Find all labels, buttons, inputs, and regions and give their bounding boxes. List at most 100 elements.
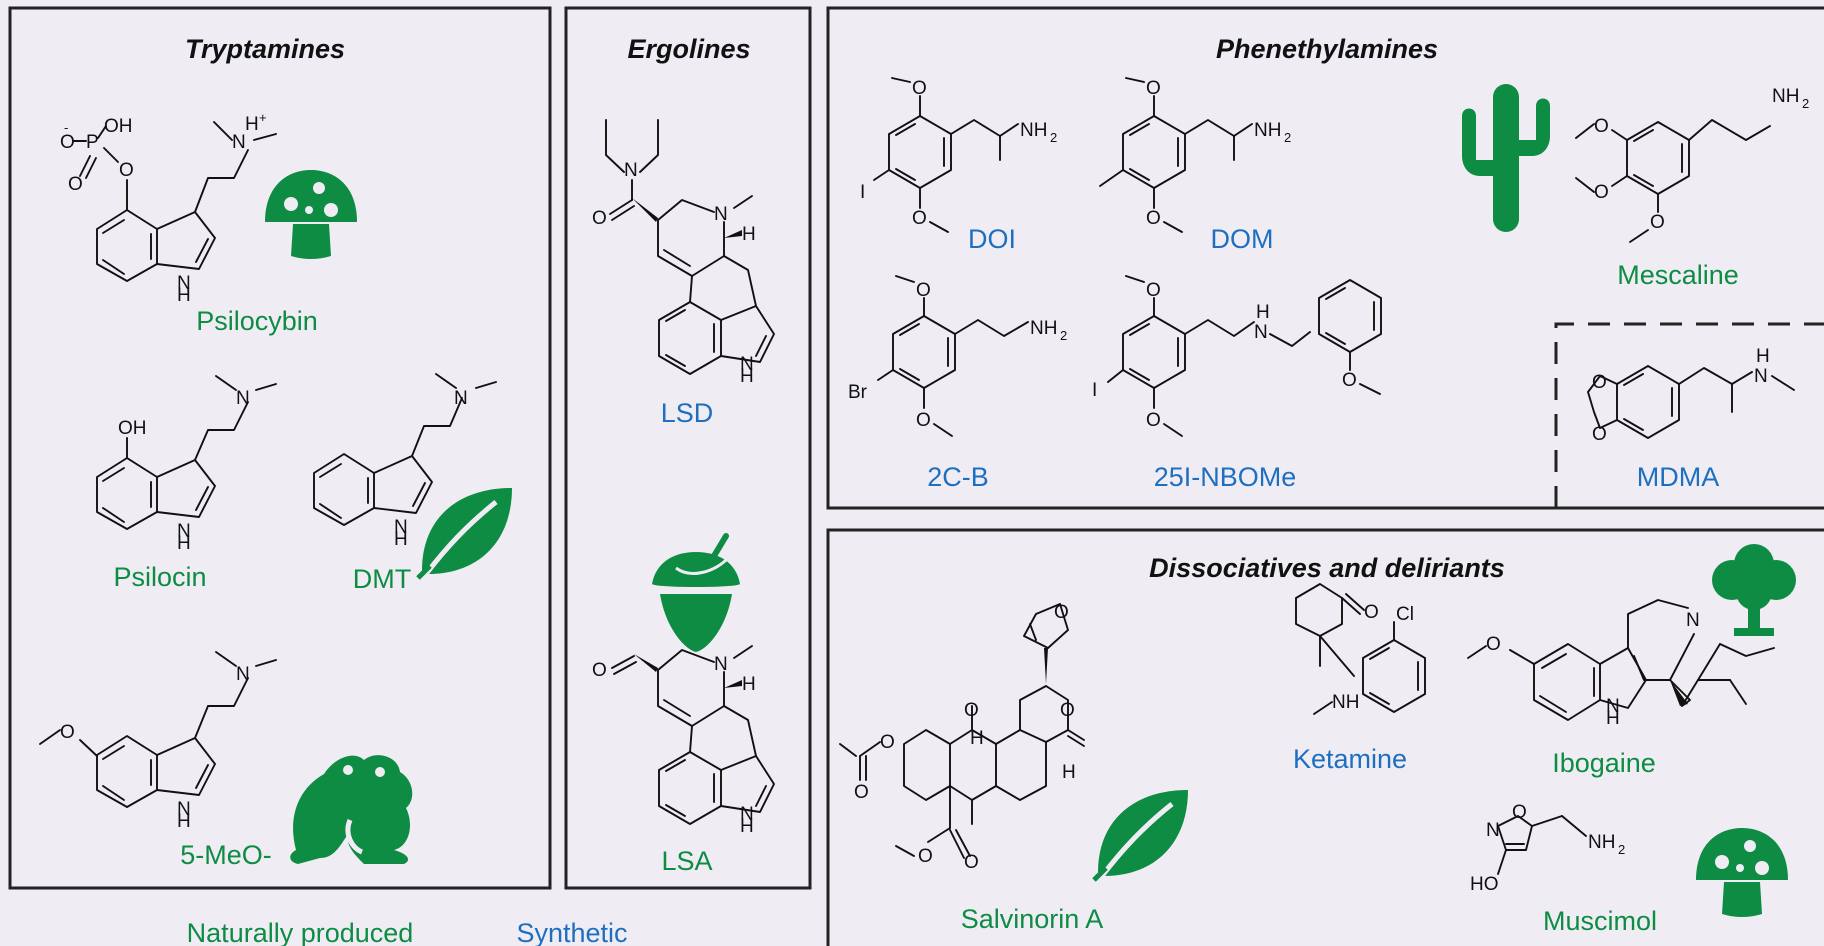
svg-text:O: O: [592, 660, 607, 681]
mescaline-label: Mescaline: [1617, 260, 1739, 290]
leaf-icon: [1094, 790, 1188, 880]
svg-text:N: N: [177, 521, 191, 542]
svg-text:2: 2: [1802, 96, 1809, 111]
salvinorin-structure: O O O H H O O O O: [839, 602, 1085, 873]
psilocybin-structure: N H + O P OH O - O N H: [60, 110, 277, 306]
svg-text:H: H: [177, 533, 191, 554]
svg-text:NH: NH: [1020, 120, 1047, 141]
section-title-dissociatives: Dissociatives and deliriants: [1149, 553, 1505, 583]
muscimol-structure: NH 2 O N HO: [1470, 802, 1625, 895]
svg-text:N: N: [740, 354, 754, 375]
svg-text:I: I: [1092, 380, 1097, 401]
svg-text:N: N: [740, 804, 754, 825]
svg-text:2: 2: [1618, 842, 1625, 857]
lsd-label: LSD: [661, 398, 714, 428]
svg-text:N: N: [454, 388, 468, 409]
doi-structure: O O I NH 2: [860, 77, 1057, 233]
lsa-structure: O N H N H: [592, 645, 775, 837]
psilocin-label: Psilocin: [113, 562, 206, 592]
meo-label: 5-MeO-: [180, 840, 272, 870]
svg-text:Cl: Cl: [1396, 604, 1414, 625]
ibogaine-label: Ibogaine: [1552, 748, 1656, 778]
svg-text:O: O: [1364, 602, 1379, 623]
c2b-structure: O O Br NH 2: [848, 275, 1067, 437]
svg-text:+: +: [259, 110, 267, 125]
ibogaine-structure: O N H N: [1467, 599, 1775, 729]
svg-text:-: -: [64, 120, 68, 135]
svg-text:H: H: [394, 529, 408, 550]
svg-text:H: H: [740, 366, 754, 387]
meo-structure: N O N H: [39, 651, 277, 832]
psilocin-structure: N OH N H: [96, 375, 277, 554]
svg-text:N: N: [236, 664, 250, 685]
svg-text:O: O: [912, 208, 927, 229]
svg-text:O: O: [854, 782, 869, 803]
tryptamines-box: [8, 6, 552, 890]
svg-text:Br: Br: [848, 382, 868, 403]
svg-text:O: O: [1146, 208, 1161, 229]
dissociatives-box: [826, 528, 1824, 946]
svg-text:O: O: [1054, 602, 1069, 623]
mescaline-structure: NH 2 O O O: [1575, 86, 1809, 243]
svg-text:H: H: [1256, 302, 1270, 323]
leaf-icon: [418, 488, 512, 578]
svg-text:H: H: [1606, 708, 1620, 729]
psilocybin-label: Psilocybin: [196, 306, 318, 336]
svg-text:N: N: [714, 654, 728, 675]
svg-text:NH: NH: [1772, 86, 1799, 107]
svg-text:H: H: [177, 811, 191, 832]
svg-text:O: O: [1486, 634, 1501, 655]
svg-text:N: N: [1254, 322, 1268, 343]
muscimol-label: Muscimol: [1543, 906, 1657, 936]
dmt-label: DMT: [353, 564, 411, 594]
nbome-label: 25I-NBOMe: [1154, 462, 1297, 492]
svg-text:O: O: [912, 78, 927, 99]
svg-text:O: O: [1594, 182, 1609, 203]
svg-text:H: H: [245, 114, 259, 135]
doi-label: DOI: [968, 224, 1016, 254]
svg-text:N: N: [624, 160, 638, 181]
svg-text:H: H: [970, 728, 984, 749]
mdma-label: MDMA: [1637, 462, 1720, 492]
svg-text:HO: HO: [1470, 874, 1499, 895]
phenethylamines-box: [826, 6, 1824, 510]
svg-text:N: N: [1754, 366, 1768, 387]
svg-text:H: H: [177, 285, 191, 306]
ketamine-label: Ketamine: [1293, 744, 1407, 774]
ketamine-structure: O NH Cl: [1295, 583, 1426, 715]
dom-structure: O O NH 2: [1099, 77, 1291, 233]
svg-text:O: O: [1060, 700, 1075, 721]
svg-text:O: O: [964, 700, 979, 721]
svg-text:N: N: [394, 517, 408, 538]
svg-text:H: H: [740, 816, 754, 837]
tree-icon: [1712, 544, 1796, 636]
svg-text:O: O: [1592, 372, 1607, 393]
svg-text:O: O: [1594, 116, 1609, 137]
svg-text:2: 2: [1050, 130, 1057, 145]
svg-text:O: O: [1650, 212, 1665, 233]
svg-text:N: N: [236, 388, 250, 409]
svg-text:O: O: [1146, 410, 1161, 431]
mdma-structure: O O N H: [1587, 346, 1795, 445]
svg-text:O: O: [964, 852, 979, 873]
svg-text:O: O: [1342, 370, 1357, 391]
svg-text:N: N: [1606, 696, 1620, 717]
svg-text:NH: NH: [1588, 832, 1615, 853]
svg-text:N: N: [177, 799, 191, 820]
svg-text:OH: OH: [104, 116, 133, 137]
mdma-dashed-box: [1554, 322, 1824, 508]
svg-text:H: H: [1062, 762, 1076, 783]
svg-text:OH: OH: [118, 418, 147, 439]
svg-text:O: O: [918, 846, 933, 867]
svg-text:O: O: [68, 174, 83, 195]
svg-text:O: O: [119, 160, 134, 181]
svg-text:H: H: [1756, 346, 1770, 367]
svg-text:O: O: [880, 732, 895, 753]
section-title-phenethylamines: Phenethylamines: [1216, 34, 1438, 64]
legend-synthetic: Synthetic: [516, 918, 627, 946]
svg-text:O: O: [60, 722, 75, 743]
svg-text:2: 2: [1284, 130, 1291, 145]
svg-text:H: H: [742, 674, 756, 695]
lsd-structure: N O N H N H: [592, 119, 775, 387]
dom-label: DOM: [1211, 224, 1274, 254]
